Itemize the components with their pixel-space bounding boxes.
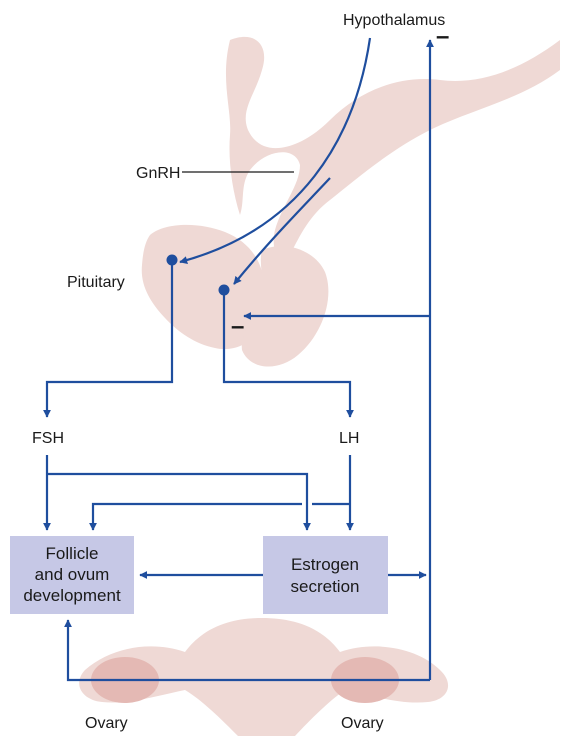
pituitary-label: Pituitary (67, 274, 125, 291)
inhibition-sign-hypothalamus: – (436, 23, 449, 50)
follicle-line-1: Follicle (46, 544, 99, 563)
ovary-left-label: Ovary (85, 715, 128, 732)
estrogen-line-2: secretion (291, 577, 360, 596)
lh-cell-dot (219, 285, 230, 296)
fsh-cell-dot (167, 255, 178, 266)
lh-to-follicle-arrow (93, 504, 350, 530)
brain-hypothalamus-shape (226, 37, 560, 260)
fsh-label: FSH (32, 430, 64, 447)
gnrh-label: GnRH (136, 165, 180, 182)
follicle-line-2: and ovum (35, 565, 110, 584)
follicle-line-3: development (23, 586, 121, 605)
fsh-to-estrogen-arrow (47, 474, 307, 530)
hypothalamus-label: Hypothalamus (343, 12, 445, 29)
estrogen-secretion-box: Estrogen secretion (263, 536, 388, 614)
estrogen-line-1: Estrogen (291, 555, 359, 574)
lh-label: LH (339, 430, 359, 447)
inhibition-sign-pituitary: – (231, 313, 244, 340)
follicle-development-box: Follicle and ovum development (10, 536, 134, 614)
pituitary-gland-shape (142, 225, 329, 367)
ovary-right-label: Ovary (341, 715, 384, 732)
